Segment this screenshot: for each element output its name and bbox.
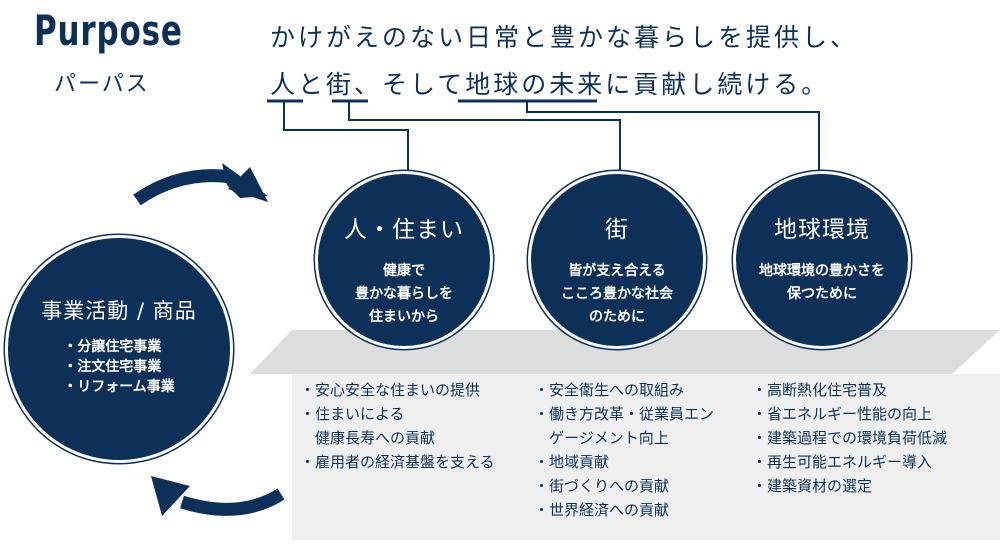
list-item: ・安全衛生への取組み (534, 381, 685, 399)
actions-list-people-housing: ・安心安全な住まいの提供 ・住まいによる 健康長寿への貢献 ・雇用者の経済基盤を… (300, 378, 495, 474)
curved-arrow-right-icon (133, 163, 268, 206)
curved-arrow-left-icon (151, 476, 285, 516)
list-item: ・住まいによる (300, 405, 405, 423)
list-item: ・再生可能エネルギー導入 (752, 453, 933, 471)
pillar-description-line: 保つために (787, 286, 857, 302)
pillar-description-line: 豊かな暮らしを (355, 286, 453, 302)
business-item: ・リフォーム事業 (63, 379, 175, 395)
list-item: ・働き方改革・従業員エン (534, 405, 715, 423)
pillar-description: 皆が支え合える こころ豊かな社会 のために (561, 260, 673, 329)
page-subtitle: パーパス (54, 72, 150, 97)
business-heading: 事業活動 / 商品 (41, 299, 197, 323)
platform-body (292, 374, 1000, 540)
list-item: ・高断熱化住宅普及 (752, 381, 888, 399)
pillar-description-line: こころ豊かな社会 (561, 286, 673, 302)
business-item: ・注文住宅事業 (63, 359, 162, 375)
pillar-heading: 街 (605, 217, 629, 243)
list-item: ・安心安全な住まいの提供 (300, 381, 481, 399)
list-item: ・世界経済への貢献 (534, 501, 670, 519)
pillar-description-line: 住まいから (369, 309, 439, 325)
list-item: 健康長寿への貢献 (300, 429, 436, 447)
list-item: ・雇用者の経済基盤を支える (300, 453, 495, 471)
business-items: ・分譲住宅事業 ・注文住宅事業 ・リフォーム事業 (63, 337, 175, 397)
list-item: ・建築過程での環境負荷低減 (752, 429, 948, 447)
pillar-heading: 人・住まい (344, 217, 464, 243)
pillar-description-line: 地球環境の豊かさを (759, 263, 885, 279)
pillar-description: 地球環境の豊かさを 保つために (759, 260, 885, 306)
actions-list-global-environment: ・高断熱化住宅普及 ・省エネルギー性能の向上 ・建築過程での環境負荷低減 ・再生… (752, 378, 947, 498)
list-item: ゲージメント向上 (534, 429, 669, 447)
pillar-description-line: のために (589, 309, 645, 325)
purpose-statement-line-1: かけがえのない日常と豊かな暮らしを提供し、 (270, 23, 859, 52)
pillar-circle-global-environment: 地球環境 地球環境の豊かさを 保つために (736, 174, 908, 346)
pillar-heading: 地球環境 (774, 217, 870, 243)
list-item: ・省エネルギー性能の向上 (752, 405, 933, 423)
page-title: Purpose (34, 6, 183, 55)
business-item: ・分譲住宅事業 (63, 339, 162, 355)
pillar-description: 健康で 豊かな暮らしを 住まいから (355, 260, 453, 329)
purpose-statement-line-2: 人と街、そして地球の未来に貢献し続ける。 (270, 70, 830, 99)
pillar-description-line: 健康で (383, 263, 425, 279)
business-activities-circle: 事業活動 / 商品 ・分譲住宅事業 ・注文住宅事業 ・リフォーム事業 (8, 238, 230, 460)
actions-list-town: ・安全衛生への取組み ・働き方改革・従業員エン ゲージメント向上 ・地域貢献 ・… (534, 378, 714, 522)
pillar-description-line: 皆が支え合える (568, 263, 666, 279)
list-item: ・街づくりへの貢献 (534, 477, 670, 495)
pillar-circle-town: 街 皆が支え合える こころ豊かな社会 のために (531, 174, 703, 346)
list-item: ・地域貢献 (534, 453, 610, 471)
list-item: ・建築資材の選定 (752, 477, 873, 495)
pillar-circle-people-housing: 人・住まい 健康で 豊かな暮らしを 住まいから (318, 174, 490, 346)
